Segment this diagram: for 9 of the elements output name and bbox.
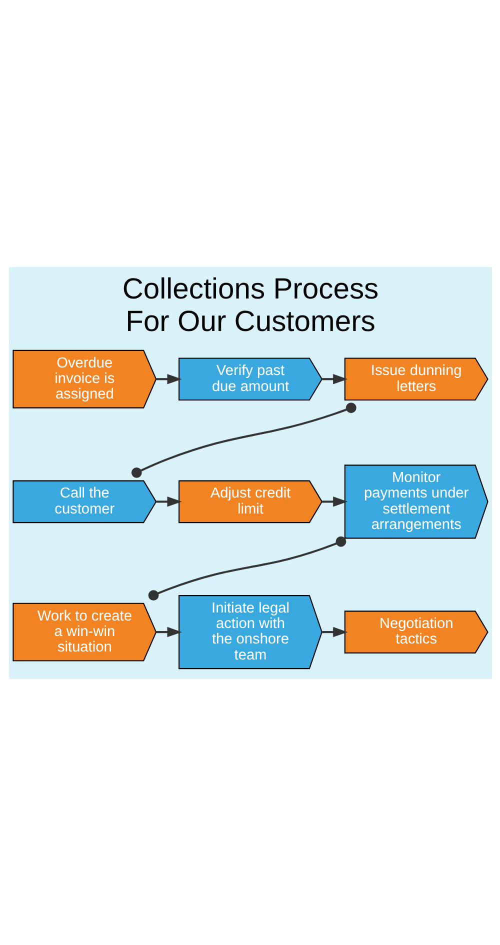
connector	[130, 402, 356, 478]
arrow	[322, 626, 348, 637]
arrow	[156, 496, 182, 506]
connector	[148, 536, 346, 600]
arrow	[322, 374, 348, 384]
diagram-title: Collections Process For Our Customers	[122, 273, 378, 338]
arrow	[156, 374, 182, 384]
arrow	[156, 626, 182, 637]
arrow	[322, 496, 348, 506]
